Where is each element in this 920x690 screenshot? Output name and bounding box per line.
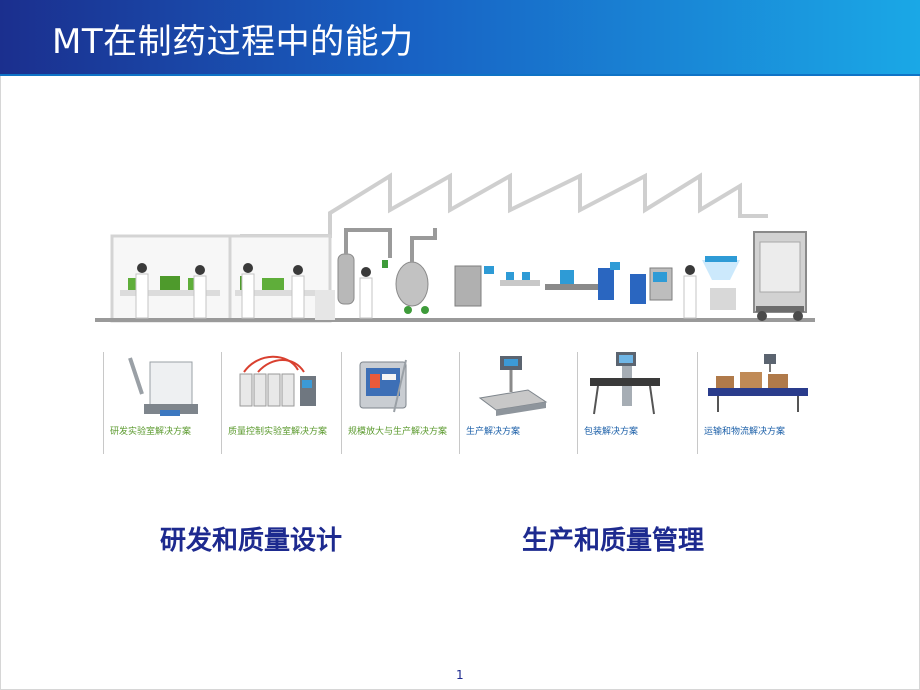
panel-production: 生产解决方案: [459, 352, 577, 454]
panel-packaging: 包装解决方案: [577, 352, 695, 454]
section-title-production-quality: 生产和质量管理: [522, 526, 705, 556]
solution-panels: 研发实验室解决方案 质量控制实验室解决方案 规模放大与生产解决方案: [103, 352, 815, 454]
checkweigher-icon: [590, 352, 660, 415]
page-number: 1: [456, 668, 464, 682]
factory-roof: [240, 172, 768, 238]
floor-line: [95, 318, 815, 322]
titrator-icon: [239, 355, 316, 407]
slide-title: MT在制药过程中的能力: [52, 22, 414, 62]
panel-label-packaging: 包装解决方案: [584, 427, 639, 437]
panel-label-production: 生产解决方案: [466, 427, 521, 437]
terminal-icon: [359, 359, 407, 413]
conveyor-logistics-icon: [708, 354, 808, 412]
platform-scale-icon: [478, 356, 548, 416]
title-bar: MT在制药过程中的能力: [0, 0, 920, 76]
factory-illustration: [95, 172, 815, 323]
panel-qc-lab: 质量控制实验室解决方案: [221, 352, 339, 454]
analytical-balance-icon: [128, 357, 198, 416]
section-title-rd-quality: 研发和质量设计: [160, 526, 343, 556]
panel-label-scale-up: 规模放大与生产解决方案: [348, 427, 448, 437]
panel-logistics: 运输和物流解决方案: [697, 352, 815, 454]
panel-rd-lab: 研发实验室解决方案: [103, 352, 221, 454]
panel-label-qc-lab: 质量控制实验室解决方案: [228, 427, 328, 437]
panel-label-logistics: 运输和物流解决方案: [704, 427, 786, 437]
panel-label-rd-lab: 研发实验室解决方案: [110, 427, 192, 437]
panel-scale-up: 规模放大与生产解决方案: [341, 352, 459, 454]
